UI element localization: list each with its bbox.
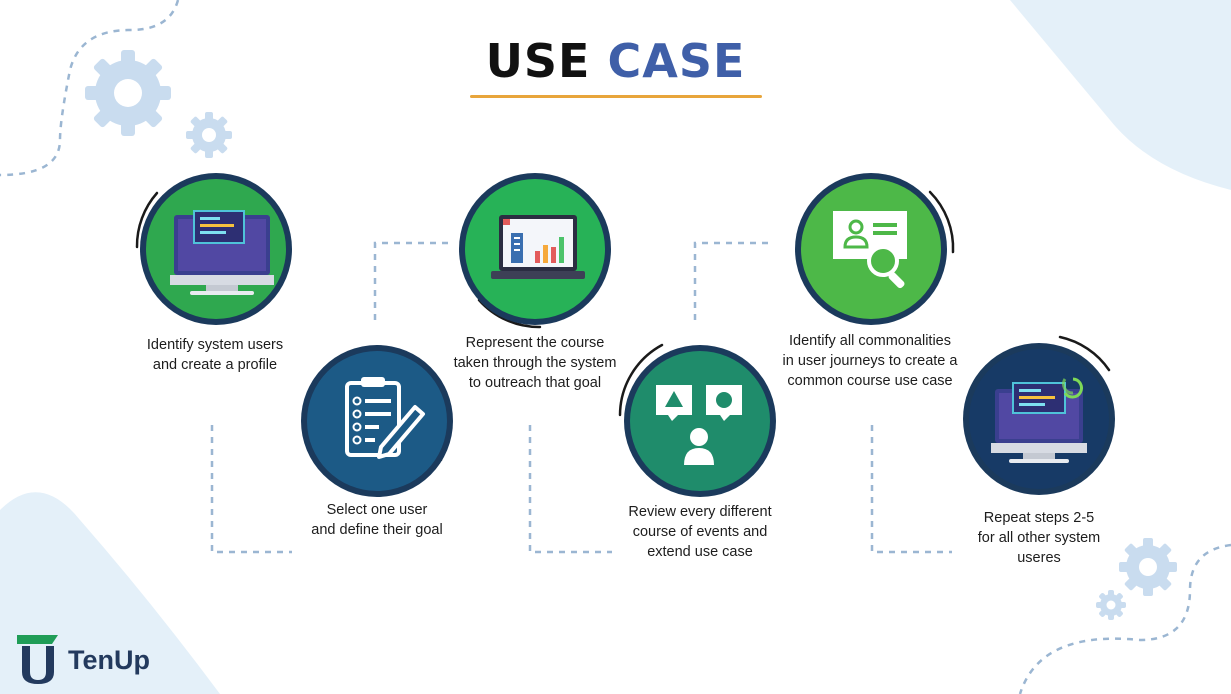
step-3-circle [459, 173, 611, 325]
step-2-caption: Select one user and define their goal [311, 502, 443, 538]
title-word-1: USE [485, 34, 591, 88]
gear-icon [85, 50, 171, 136]
chat-user-icon [656, 385, 742, 465]
title-word-2: CASE [607, 34, 746, 88]
tenup-logo-icon [17, 635, 58, 684]
brand-name: TenUp [68, 645, 150, 675]
profile-search-icon [833, 211, 907, 289]
title-underline [470, 95, 762, 98]
gear-icon [1119, 538, 1177, 596]
step-2-circle [301, 345, 453, 497]
step-3-caption: Represent the course taken through the s… [453, 335, 617, 391]
step-4-circle [624, 345, 776, 497]
step-1-circle [140, 173, 292, 325]
step-5-circle [795, 173, 947, 325]
gear-icon [186, 112, 232, 158]
clipboard-pencil-icon [345, 377, 425, 459]
step-5-caption: Identify all commonalities in user journ… [782, 333, 958, 389]
monitor-code-icon [170, 210, 274, 295]
connector-lines [210, 241, 952, 554]
step-4-caption: Review every different course of events … [628, 504, 772, 560]
step-1-caption: Identify system users and create a profi… [146, 337, 284, 373]
step-6-circle [963, 343, 1115, 495]
gear-icon [1096, 590, 1126, 620]
monitor-refresh-icon [991, 377, 1087, 463]
laptop-chart-icon [491, 215, 585, 279]
step-6-caption: Repeat steps 2-5 for all other system us… [977, 510, 1101, 566]
page-title: USE CASE [0, 34, 1231, 88]
